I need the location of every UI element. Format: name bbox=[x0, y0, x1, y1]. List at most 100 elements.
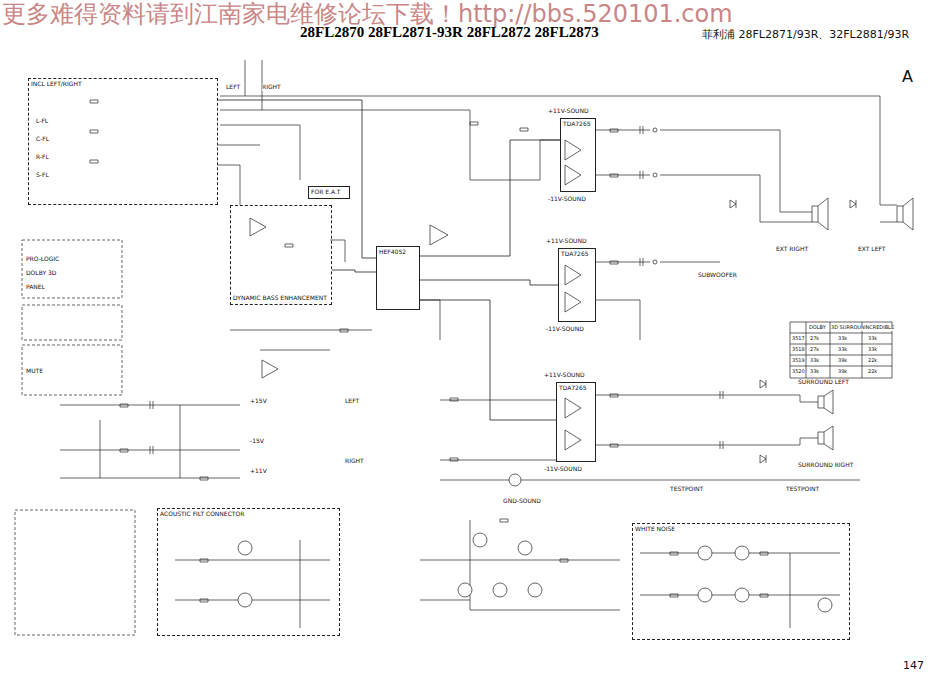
signal-label: R-FL bbox=[36, 154, 49, 161]
signal-label: TESTPOINT bbox=[786, 486, 819, 493]
signal-label: +11V-SOUND bbox=[548, 108, 589, 115]
signal-label: RIGHT bbox=[262, 84, 281, 91]
signal-label: MUTE bbox=[26, 368, 43, 375]
signal-label: C-FL bbox=[36, 136, 49, 143]
signal-label: PRO-LOGIC bbox=[26, 256, 59, 263]
transistor-symbol bbox=[735, 588, 749, 602]
signal-label: 3520 bbox=[792, 369, 805, 375]
signal-label: -11V-SOUND bbox=[546, 326, 584, 333]
signal-label: PANEL bbox=[26, 284, 45, 291]
transistor-symbol bbox=[473, 533, 487, 547]
signal-wire bbox=[420, 300, 556, 420]
signal-label: +11V bbox=[250, 468, 267, 475]
resistor-symbol bbox=[90, 100, 768, 602]
signal-label: 3519 bbox=[792, 358, 805, 364]
signal-label: 菲利浦 28FL2871/93R、32FL2881/93R bbox=[702, 29, 909, 41]
signal-label: -11V-SOUND bbox=[544, 466, 582, 473]
signal-label: LEFT bbox=[345, 398, 359, 405]
signal-label: 33k bbox=[868, 347, 877, 353]
signal-label: 22k bbox=[868, 369, 877, 375]
block-label: FOR E.A.T bbox=[311, 189, 341, 196]
speaker-symbol bbox=[812, 198, 913, 450]
dashed-box bbox=[15, 240, 135, 635]
signal-wire bbox=[218, 100, 376, 258]
signal-label: +11V-SOUND bbox=[546, 238, 587, 245]
transistor-symbol bbox=[698, 546, 712, 560]
diode-symbol bbox=[730, 200, 856, 463]
circuit-block: DYNAMIC BASS ENHANCEMENT bbox=[230, 205, 332, 305]
signal-label: +15V bbox=[250, 398, 267, 405]
signal-wire bbox=[420, 140, 560, 256]
signal-label: 3518 bbox=[792, 347, 805, 353]
block-label: HEF4052 bbox=[379, 249, 406, 256]
watermark: 更多难得资料请到江南家电维修论坛下载！http://bbs.520101.com bbox=[2, 1, 733, 27]
transistor-symbol bbox=[238, 593, 252, 607]
block-label: INCL LEFT/RIGHT bbox=[31, 81, 82, 88]
block-label: TDA7265 bbox=[563, 121, 591, 128]
circuit-block: TDA7265 bbox=[558, 248, 596, 322]
signal-wire bbox=[420, 280, 558, 285]
switch-contact bbox=[653, 173, 657, 177]
transistor-symbol bbox=[735, 546, 749, 560]
signal-label: 22k bbox=[868, 358, 877, 364]
circuit-block: FOR E.A.T bbox=[308, 186, 350, 199]
block-label: ACOUSTIC FILT CONNECTOR bbox=[160, 511, 244, 518]
signal-label: -15V bbox=[250, 438, 264, 445]
signal-label: 27k bbox=[810, 336, 819, 342]
block-label: TDA7265 bbox=[559, 385, 587, 392]
signal-label: 27k bbox=[810, 347, 819, 353]
circuit-block: TDA7265 bbox=[560, 118, 596, 192]
signal-label: INCREDIBLE bbox=[864, 325, 894, 331]
signal-label: RIGHT bbox=[345, 458, 364, 465]
circuit-block: TDA7265 bbox=[556, 382, 596, 462]
signal-label: EXT RIGHT bbox=[776, 246, 808, 253]
signal-label: SURROUND LEFT bbox=[798, 379, 849, 386]
transistor-symbol bbox=[528, 583, 542, 597]
signal-label: 3517 bbox=[792, 336, 805, 342]
switch-contact bbox=[653, 260, 657, 264]
signal-label: SUBWOOFER bbox=[698, 272, 737, 279]
signal-label: +11V-SOUND bbox=[544, 372, 585, 379]
switch-contact bbox=[653, 128, 657, 132]
transistor-symbol bbox=[509, 474, 521, 486]
circuit-block: HEF4052 bbox=[376, 246, 420, 310]
signal-label: 33k bbox=[838, 347, 847, 353]
signal-label: 3D SURROUND bbox=[831, 325, 869, 331]
signal-label: EXT LEFT bbox=[858, 246, 886, 253]
signal-label: A bbox=[902, 68, 913, 86]
signal-label: 147 bbox=[903, 660, 924, 672]
signal-label: DOLBY 3D bbox=[26, 270, 56, 277]
circuit-block: ACOUSTIC FILT CONNECTOR bbox=[157, 508, 340, 636]
signal-label: -11V-SOUND bbox=[548, 196, 586, 203]
signal-label: 33k bbox=[810, 369, 819, 375]
signal-label: 39k bbox=[838, 369, 847, 375]
signal-label: 33k bbox=[810, 358, 819, 364]
signal-label: S-FL bbox=[36, 172, 49, 179]
block-label: WHITE NOISE bbox=[635, 526, 675, 533]
signal-label: TESTPOINT bbox=[670, 486, 703, 493]
signal-label: DOLBY bbox=[809, 325, 826, 331]
transistor-symbol bbox=[518, 541, 532, 555]
signal-label: 33k bbox=[868, 336, 877, 342]
block-label: TDA7265 bbox=[561, 251, 589, 258]
transistor-symbol bbox=[698, 588, 712, 602]
capacitor-symbol bbox=[150, 126, 723, 454]
signal-label: 39k bbox=[838, 358, 847, 364]
signal-label: 33k bbox=[838, 336, 847, 342]
signal-label: LEFT bbox=[226, 84, 240, 91]
signal-label: SURROUND RIGHT bbox=[798, 462, 853, 469]
block-label: DYNAMIC BASS ENHANCEMENT bbox=[233, 295, 327, 302]
transistor-symbol bbox=[818, 598, 832, 612]
signal-label: L-FL bbox=[36, 118, 48, 125]
transistor-symbol bbox=[458, 583, 472, 597]
transistor-symbol bbox=[493, 583, 507, 597]
transistor-symbol bbox=[238, 541, 252, 555]
signal-wire bbox=[332, 270, 376, 272]
wire bbox=[60, 60, 897, 628]
circuit-block: WHITE NOISE bbox=[632, 523, 850, 640]
signal-label: GND-SOUND bbox=[503, 498, 541, 505]
circuit-block: INCL LEFT/RIGHT bbox=[28, 78, 218, 205]
